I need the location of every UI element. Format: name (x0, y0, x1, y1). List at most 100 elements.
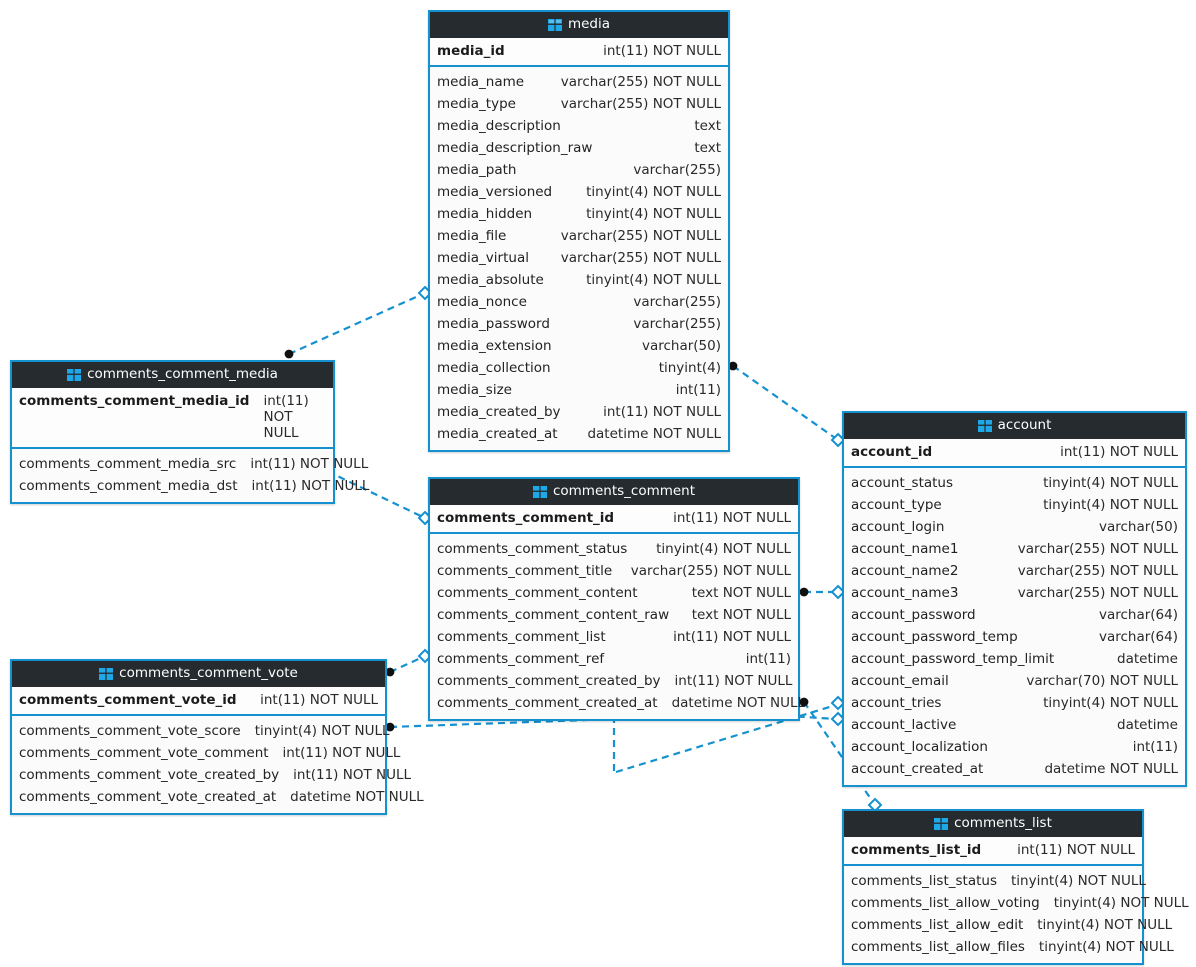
column-type: varchar(255) NOT NULL (1017, 541, 1178, 557)
column-name: account_id (851, 444, 933, 460)
column-type: tinyint(4) NOT NULL (254, 723, 390, 739)
column-name: comments_comment_created_by (437, 673, 661, 689)
column-type: int(11) NOT NULL (673, 510, 791, 526)
column-name: comments_comment_vote_id (19, 692, 237, 708)
field-row: comments_comment_vote_created_at datetime… (19, 786, 424, 808)
column-type: text NOT NULL (691, 607, 791, 623)
column-type: int(11) NOT NULL (251, 478, 370, 494)
column-name: media_collection (437, 360, 551, 376)
table-icon (977, 419, 992, 432)
field-row: account_type tinyint(4) NOT NULL (851, 494, 1178, 516)
column-type: int(11) NOT NULL (603, 43, 721, 59)
entity-comments-comment-pk-row: comments_comment_id int(11) NOT NULL (430, 505, 798, 534)
entity-comments-comment-vote[interactable]: comments_comment_vote comments_comment_v… (10, 659, 424, 815)
column-type: int(11) (675, 382, 721, 398)
column-name: comments_list_allow_files (851, 939, 1025, 955)
column-type: tinyint(4) (658, 360, 721, 376)
column-name: media_virtual (437, 250, 529, 266)
entity-account[interactable]: account account_id int(11) NOT NULL acco… (842, 411, 1187, 787)
field-row: account_localization int(11) (851, 736, 1178, 758)
column-name: account_name3 (851, 585, 959, 601)
column-name: comments_comment_vote_score (19, 723, 241, 739)
column-name: comments_comment_vote_created_at (19, 789, 277, 805)
column-type: varchar(255) (633, 316, 721, 332)
field-row: media_collection tinyint(4) (437, 357, 721, 379)
column-name: media_password (437, 316, 550, 332)
column-type: text NOT NULL (691, 585, 791, 601)
column-name: comments_comment_content (437, 585, 638, 601)
entity-comments-comment-vote-pk-row: comments_comment_vote_id int(11) NOT NUL… (12, 687, 385, 716)
column-name: comments_comment_media_dst (19, 478, 238, 494)
column-name: media_absolute (437, 272, 544, 288)
column-type: varchar(255) NOT NULL (560, 74, 721, 90)
column-type: datetime NOT NULL (290, 789, 424, 805)
column-type: int(11) NOT NULL (260, 692, 378, 708)
entity-media-title: media (567, 16, 611, 32)
entity-comments-comment-media[interactable]: comments_comment_media comments_comment_… (10, 360, 369, 504)
column-name: media_versioned (437, 184, 553, 200)
column-type: varchar(70) NOT NULL (1026, 673, 1178, 689)
column-type: tinyint(4) NOT NULL (586, 184, 721, 200)
column-type: tinyint(4) NOT NULL (586, 272, 721, 288)
column-type: datetime NOT NULL (1044, 761, 1178, 777)
column-type: int(11) NOT NULL (603, 404, 721, 420)
column-name: comments_list_id (851, 842, 982, 858)
column-type: tinyint(4) NOT NULL (656, 541, 791, 557)
entity-media-header: media (430, 12, 728, 38)
column-name: account_created_at (851, 761, 984, 777)
column-type: varchar(64) (1098, 629, 1178, 645)
edge-media-to-account (732, 365, 839, 441)
table-icon (934, 817, 949, 830)
column-name: media_extension (437, 338, 552, 354)
column-type: varchar(255) NOT NULL (1017, 563, 1178, 579)
column-name: media_hidden (437, 206, 533, 222)
column-type: varchar(255) (633, 294, 721, 310)
column-name: comments_list_allow_edit (851, 917, 1024, 933)
column-type: tinyint(4) NOT NULL (1043, 695, 1178, 711)
field-row: comments_comment_vote_score tinyint(4) NO… (19, 720, 390, 742)
column-name: account_name1 (851, 541, 959, 557)
column-name: account_type (851, 497, 942, 513)
column-name: account_name2 (851, 563, 959, 579)
column-type: tinyint(4) NOT NULL (1043, 497, 1178, 513)
entity-media[interactable]: media media_id int(11) NOT NULL media_na… (428, 10, 730, 452)
entity-comments-comment[interactable]: comments_comment comments_comment_id int… (428, 477, 805, 721)
field-row: comments_comment_content text NOT NULL (437, 582, 791, 604)
column-name: account_status (851, 475, 954, 491)
column-type: varchar(255) NOT NULL (560, 228, 721, 244)
field-row: media_versioned tinyint(4) NOT NULL (437, 181, 721, 203)
column-type: int(11) NOT NULL (263, 393, 309, 441)
column-type: int(11) NOT NULL (293, 767, 412, 783)
column-name: media_path (437, 162, 517, 178)
entity-comments-list-pk-row: comments_list_id int(11) NOT NULL (844, 837, 1142, 866)
column-name: account_localization (851, 739, 988, 755)
column-name: comments_comment_created_at (437, 695, 658, 711)
column-type: varchar(50) (1098, 519, 1178, 535)
column-type: datetime (1117, 717, 1178, 733)
column-name: account_password_temp_limit (851, 651, 1055, 667)
entity-comments-comment-vote-title: comments_comment_vote (119, 665, 298, 681)
column-type: int(11) (1132, 739, 1178, 755)
edge-ccm-to-media (288, 291, 426, 356)
column-type: tinyint(4) NOT NULL (586, 206, 721, 222)
entity-comments-list[interactable]: comments_list comments_list_id int(11) N… (842, 809, 1189, 965)
entity-comments-list-header: comments_list (844, 811, 1142, 837)
